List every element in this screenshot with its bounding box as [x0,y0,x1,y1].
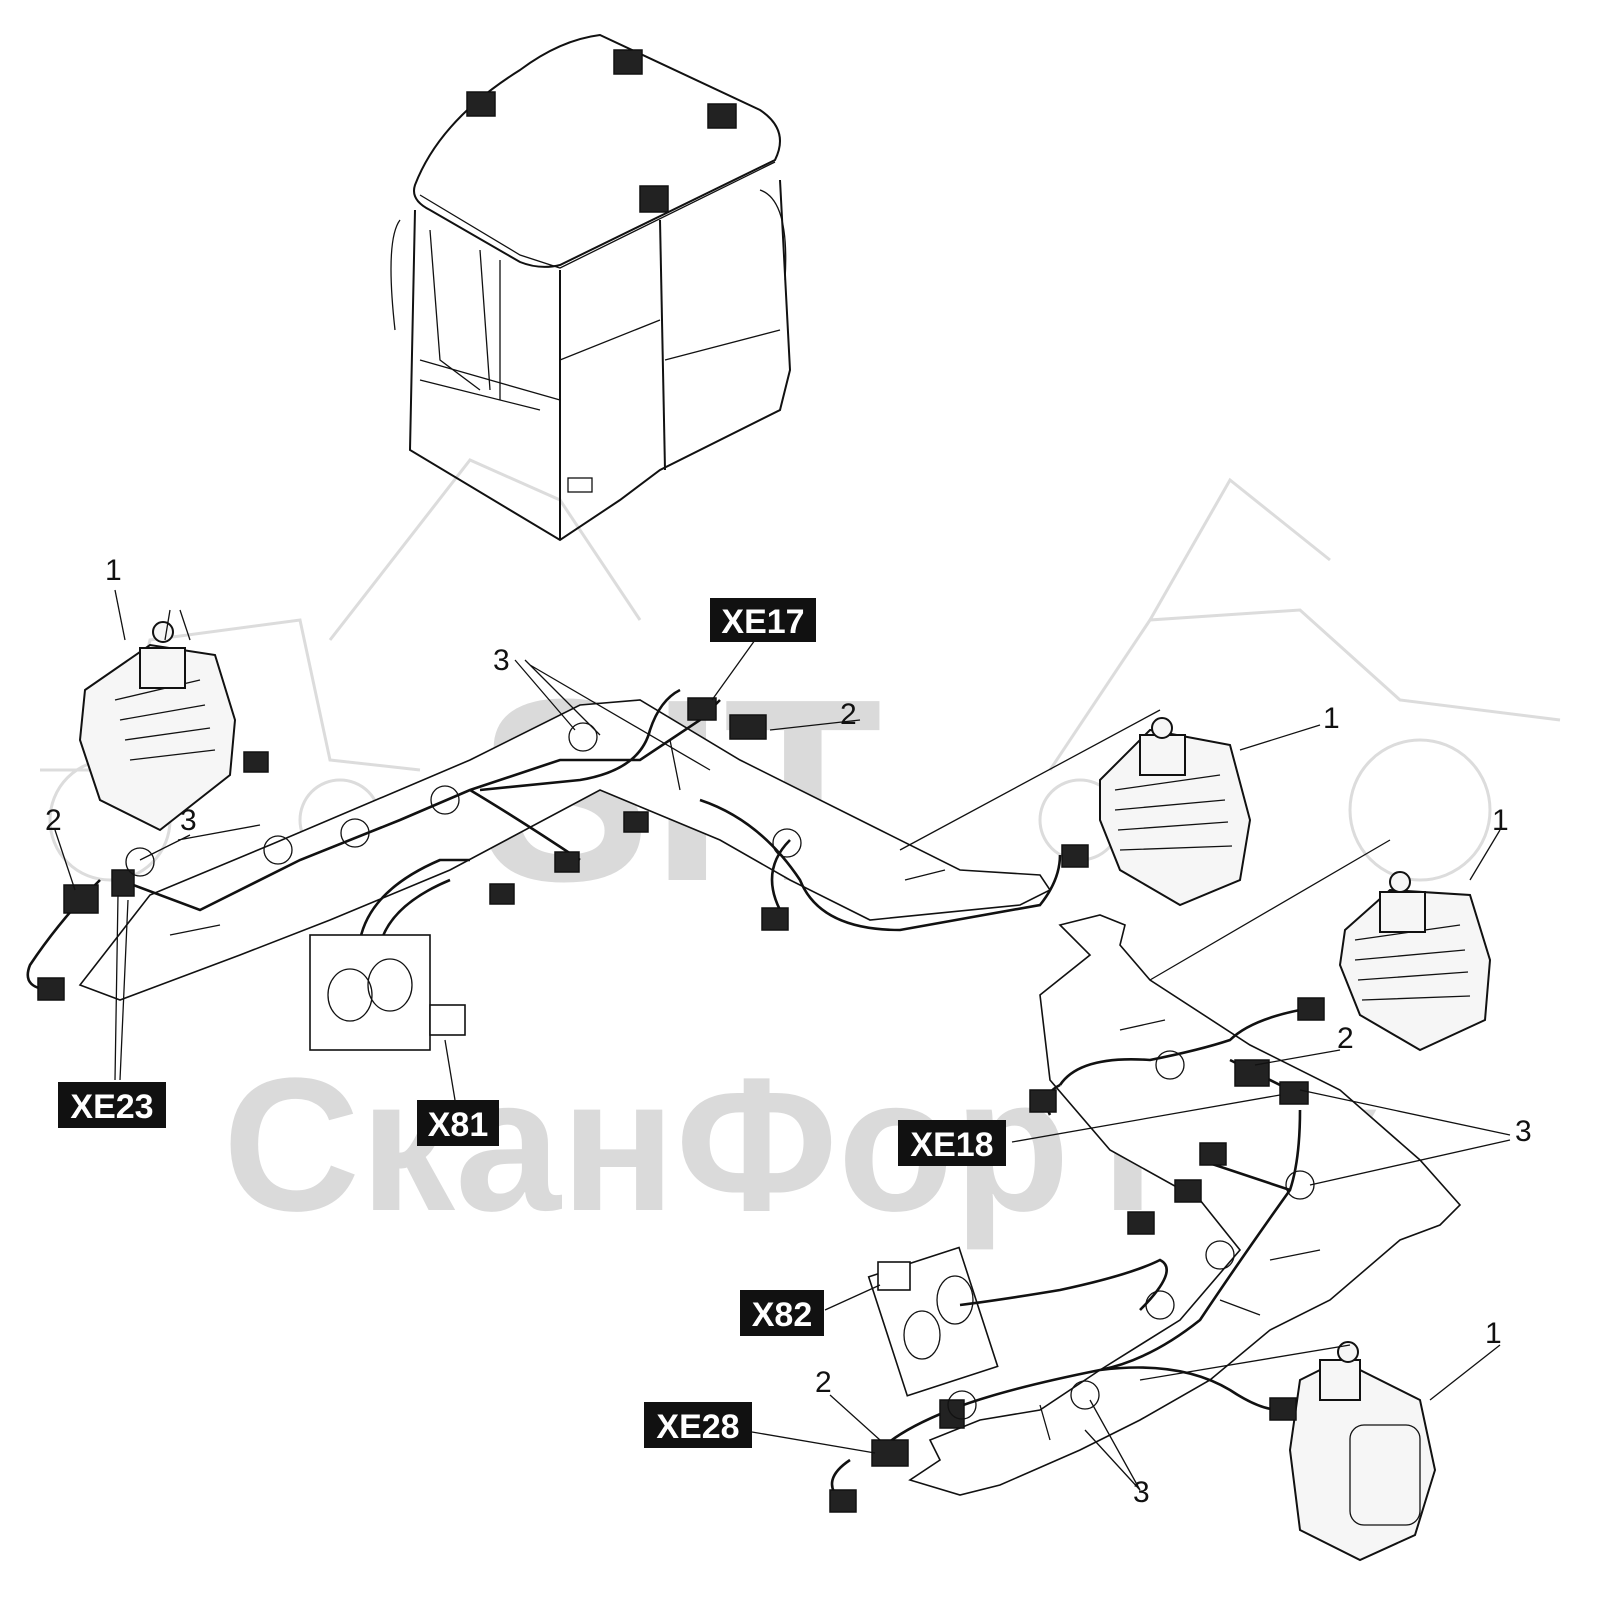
cable-tie-8 [1285,1170,1315,1200]
connector-rear-left-end [37,977,65,1001]
cable-tie-7 [1155,1050,1185,1080]
cab-illustration [390,33,792,542]
item-number-2: 2 [45,804,62,837]
cab-door-handle [567,477,593,493]
item-number-3: 3 [493,644,510,677]
connector-xe17 [687,697,717,721]
cab-rear-frame [429,229,501,400]
item-number-1: 1 [1323,702,1340,735]
work-lamp-right-lower [1288,1341,1437,1562]
tag-xe18: XE18 [898,1120,1006,1166]
leader-lines [54,589,1511,1491]
connector-xe17-mate [729,714,767,740]
item-number-3: 3 [1515,1115,1532,1148]
svg-text:X81: X81 [428,1106,489,1144]
cable-tie-11 [1070,1380,1100,1410]
rear-harness-assembly [26,688,1161,1051]
grommet-hole-1 [327,968,373,1022]
cable-tie-6 [772,828,802,858]
work-lamp-right-middle [1338,871,1492,1052]
connector-rear-left [63,884,99,914]
roof-lamp-rear-right [613,49,643,75]
cab-frame [408,179,792,542]
connector-xe28 [871,1439,909,1467]
connector-plate-4 [761,907,789,931]
cable-tie-3 [340,818,370,848]
grommet-plate-x81 [309,934,431,1051]
tag-xe17: XE17 [710,598,816,642]
item-number-3: 3 [1133,1476,1150,1509]
item-number-2: 2 [815,1366,832,1399]
front-plate-slots [1039,1019,1321,1441]
roof-lamp-rear-left [466,91,496,117]
grommet-hole-4 [936,1275,974,1325]
cable-tie-4 [430,785,460,815]
tag-x82: X82 [740,1290,824,1336]
grommet-hole-2 [367,958,413,1012]
item-number-1: 1 [1492,804,1509,837]
svg-text:XE28: XE28 [656,1408,739,1446]
item-number-2: 2 [840,698,857,731]
svg-text:X82: X82 [752,1296,813,1334]
connector-lamp-mid [1297,997,1325,1021]
tag-xe23: XE23 [58,1082,166,1128]
connector-lamp-lower [1269,1397,1297,1421]
connector-xe23 [111,869,135,897]
cab-glass-lines [419,319,781,411]
connector-x82 [877,1261,911,1291]
item-numbers: 1 2 3 3 2 1 1 2 3 1 2 3 [45,554,1532,1509]
cab-roof [413,33,781,268]
connector-lamp-left [243,751,269,773]
watermark-tractor-right [1038,477,1561,882]
connector-lamp-right [1061,844,1089,868]
cab-side-post [659,219,666,471]
work-lamp-left [78,621,237,832]
svg-text:XE17: XE17 [721,603,804,641]
item-number-3: 3 [180,804,197,837]
connector-front-1 [1029,1089,1057,1113]
item-number-1: 1 [1485,1317,1502,1350]
connector-xe18 [1279,1081,1309,1105]
connector-front-end [829,1489,857,1513]
connector-x81 [429,1004,466,1036]
connector-front-2 [1234,1059,1270,1087]
work-lamp-right-upper [1099,717,1252,907]
rear-plate-leader [899,709,1161,851]
roof-lamp-front [639,185,669,213]
roof-lamp-front-right [707,103,737,129]
tag-x81: X81 [417,1100,499,1146]
cab-roof-edge [419,161,776,269]
cable-tie-1 [125,847,155,877]
cable-tie-9 [1205,1240,1235,1270]
connector-front-4 [1174,1179,1202,1203]
cable-tie-12 [947,1390,977,1420]
connector-plate-1 [489,883,515,905]
cable-tie-5 [568,722,598,752]
item-number-2: 2 [1337,1022,1354,1055]
connector-front-5 [1127,1211,1155,1235]
cable-tie-10 [1145,1290,1175,1320]
connector-plate-3 [623,811,649,833]
front-plate-leaders [1139,839,1391,1381]
svg-text:XE23: XE23 [70,1088,153,1126]
svg-text:XE18: XE18 [910,1126,993,1164]
connector-tags: XE17 XE23 X81 XE18 X82 XE28 [58,598,1006,1448]
grommet-hole-3 [903,1310,941,1360]
front-sleeve-cable [959,1258,1168,1311]
cab-handles [390,189,787,331]
front-harness-assembly [829,839,1462,1513]
cable-tie-2 [263,835,293,865]
connector-plate-2 [554,851,580,873]
connector-front-3 [1199,1142,1227,1166]
item-number-1: 1 [105,554,122,587]
front-mounting-plate [908,914,1462,1496]
connector-front-6 [939,1399,965,1429]
tag-xe28: XE28 [644,1402,752,1448]
